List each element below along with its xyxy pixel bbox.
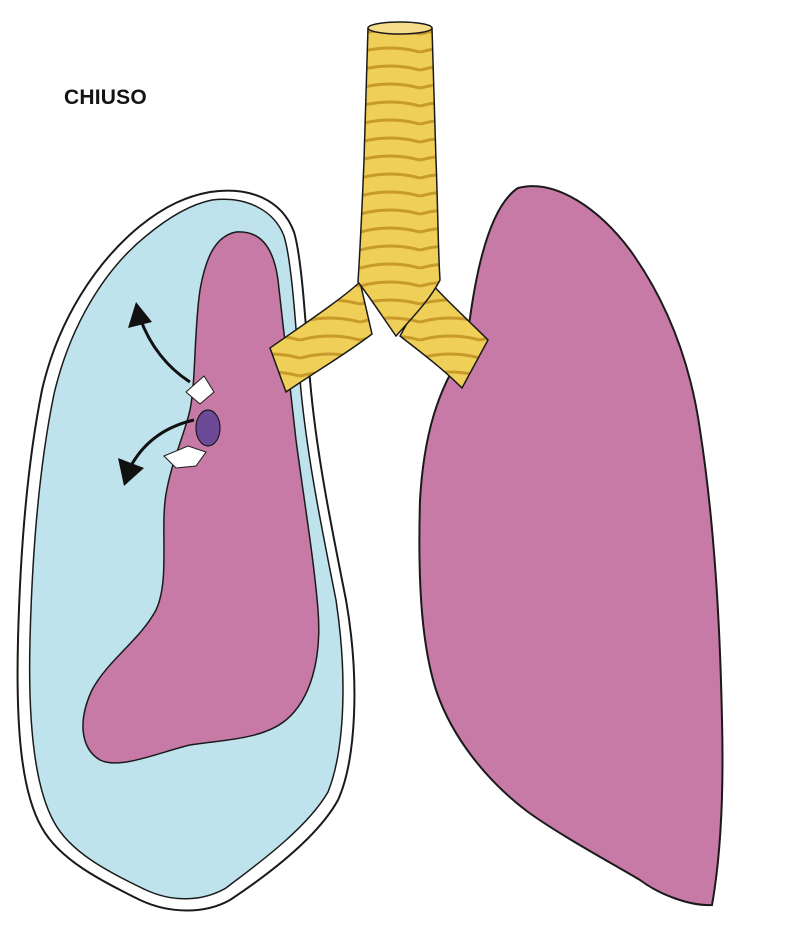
trachea-opening bbox=[368, 22, 432, 34]
right-lung bbox=[419, 186, 722, 905]
trachea bbox=[358, 24, 440, 337]
